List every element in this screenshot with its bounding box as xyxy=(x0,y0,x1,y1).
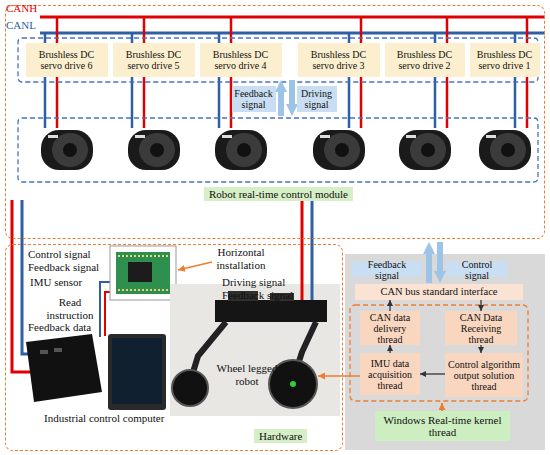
leader-line xyxy=(178,262,212,270)
kernel-box: Windows Real-time kernel thread xyxy=(375,411,510,441)
servo-motor xyxy=(215,130,267,170)
tablet-screen xyxy=(112,338,162,404)
node-text: Brushless DC servo drive 1 xyxy=(473,49,537,71)
node-text: Control signal xyxy=(449,259,505,281)
imu-pins xyxy=(118,256,168,290)
annotation-label: IMU sensor xyxy=(30,276,100,289)
robot-photo xyxy=(170,284,340,416)
signal-arrow xyxy=(289,80,295,110)
node-text: Control algorithm output solution thread xyxy=(448,359,520,392)
servo-drive: Brushless DC servo drive 2 xyxy=(385,43,465,77)
can-high-wire xyxy=(57,17,527,128)
motor-group xyxy=(18,118,538,182)
annotation-label: Control signal xyxy=(28,248,108,261)
servo-motor xyxy=(479,130,531,170)
can-high-bus xyxy=(40,16,545,19)
signal-box: Feedback signal xyxy=(352,262,422,277)
annotation-label: Horizontal installation xyxy=(208,246,274,271)
annotation-label: Read instruction xyxy=(44,296,96,321)
robot-wheel xyxy=(172,370,208,406)
node-text: Driving signal xyxy=(300,88,334,110)
can-low-bus xyxy=(40,32,545,35)
industrial-computer xyxy=(26,334,102,402)
thread-box: Control algorithm output solution thread xyxy=(445,353,523,397)
computer-port xyxy=(40,350,48,354)
wheel-hub xyxy=(290,381,296,387)
node-text: Brushless DC servo drive 3 xyxy=(301,49,377,71)
servo-drive: Brushless DC servo drive 6 xyxy=(26,43,108,77)
node-text: CAN data delivery thread xyxy=(363,312,417,345)
signal-arrow xyxy=(437,242,443,277)
cable-blue xyxy=(311,200,314,300)
node-text: Feedback signal xyxy=(234,88,272,110)
thread-box: CAN data delivery thread xyxy=(360,311,420,345)
flow-arrow xyxy=(420,373,445,374)
annotation-label: Feedback data xyxy=(28,321,100,334)
cable-blue xyxy=(100,282,110,337)
annotation-label: Feedback signal xyxy=(28,261,108,274)
node-text: Brushless DC servo drive 5 xyxy=(116,49,192,71)
servo-motor xyxy=(41,130,93,170)
tablet-display xyxy=(108,334,166,410)
node-text: CAN Data Receiving thread xyxy=(448,312,514,345)
interface-box: CAN bus standard interface xyxy=(355,284,523,300)
robot-body xyxy=(215,300,327,322)
frame-title: Hardware xyxy=(254,429,307,443)
annotation-label: Wheel legged robot xyxy=(212,362,282,387)
node-text: Brushless DC servo drive 2 xyxy=(388,49,462,71)
thread-box: CAN Data Receiving thread xyxy=(445,311,517,345)
signal-arrow xyxy=(278,86,284,116)
servo-motor xyxy=(399,130,451,170)
servo-drive: Brushless DC servo drive 3 xyxy=(298,43,380,77)
annotation-label: Industrial control computer xyxy=(44,412,204,425)
servo-drive: Brushless DC servo drive 1 xyxy=(470,43,540,77)
annotation-label: CANL xyxy=(6,19,40,32)
annotation-label: Feedback signal xyxy=(222,289,300,302)
signal-arrow xyxy=(426,248,432,283)
imu-board xyxy=(116,252,170,294)
leader-line xyxy=(318,375,360,377)
servo-motor xyxy=(313,130,365,170)
imu-photo xyxy=(110,246,176,300)
can-low-wire xyxy=(45,33,515,128)
flow-arrow xyxy=(480,345,481,353)
signal-box: Control signal xyxy=(446,262,508,277)
cable-red xyxy=(105,292,110,336)
node-text: Feedback signal xyxy=(355,259,419,281)
signal-box: Driving signal xyxy=(297,86,337,112)
module-frame: Robot real-time control module Brushless … xyxy=(5,5,545,239)
flow-arrow xyxy=(389,345,390,353)
computer-port xyxy=(54,348,62,352)
flow-arrow xyxy=(389,300,390,311)
node-text: IMU data acquisition thread xyxy=(363,358,417,391)
flow-arrow xyxy=(480,300,481,311)
cable-blue xyxy=(22,200,29,354)
thread-box: IMU data acquisition thread xyxy=(360,353,420,395)
servo-motor xyxy=(128,130,180,170)
software-region xyxy=(345,254,545,450)
imu-chip xyxy=(128,262,152,282)
cable-red xyxy=(301,200,304,300)
node-text: Brushless DC servo drive 6 xyxy=(29,49,105,71)
drive-group xyxy=(18,38,538,82)
annotation-label: Driving signal xyxy=(222,276,300,289)
servo-drive: Brushless DC servo drive 4 xyxy=(200,43,282,77)
frame-title: Robot real-time control module xyxy=(204,187,353,201)
node-text: Brushless DC servo drive 4 xyxy=(203,49,279,71)
kernel-arrow xyxy=(441,403,443,411)
annotation-label: CANH xyxy=(6,2,40,15)
thread-group xyxy=(350,305,528,401)
node-text: Windows Real-time kernel thread xyxy=(378,414,507,438)
signal-box: Feedback signal xyxy=(232,86,276,112)
node-text: CAN bus standard interface xyxy=(381,286,498,298)
servo-drive: Brushless DC servo drive 5 xyxy=(113,43,195,77)
